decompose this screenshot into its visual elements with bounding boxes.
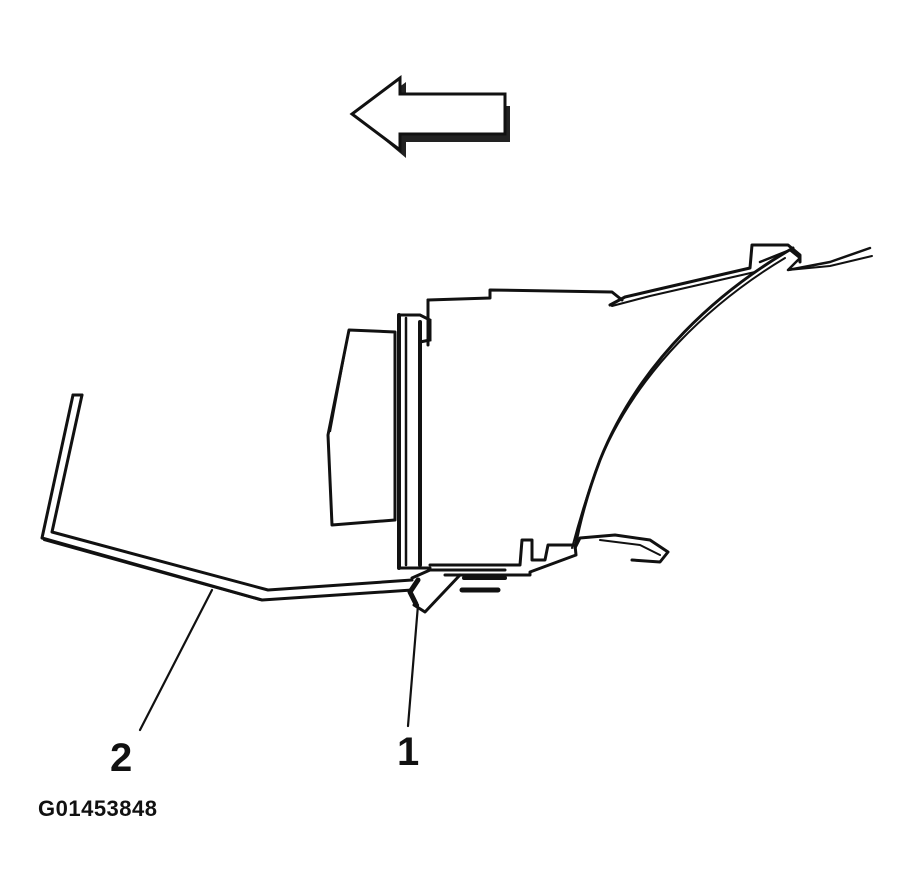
- trim-panel: [40, 393, 414, 602]
- leader-lines: [138, 588, 420, 732]
- figure-id: G01453848: [38, 796, 158, 821]
- callout-label-1: 1: [397, 730, 420, 774]
- leader-line-1: [406, 603, 420, 728]
- module-housing: [426, 243, 873, 577]
- leader-line-2: [138, 588, 214, 732]
- vertical-wall: [397, 313, 432, 570]
- clip-bracket: [407, 568, 507, 614]
- side-block: [326, 328, 397, 527]
- callout-label-2: 2: [110, 736, 133, 780]
- left-arrow-icon: [349, 75, 510, 158]
